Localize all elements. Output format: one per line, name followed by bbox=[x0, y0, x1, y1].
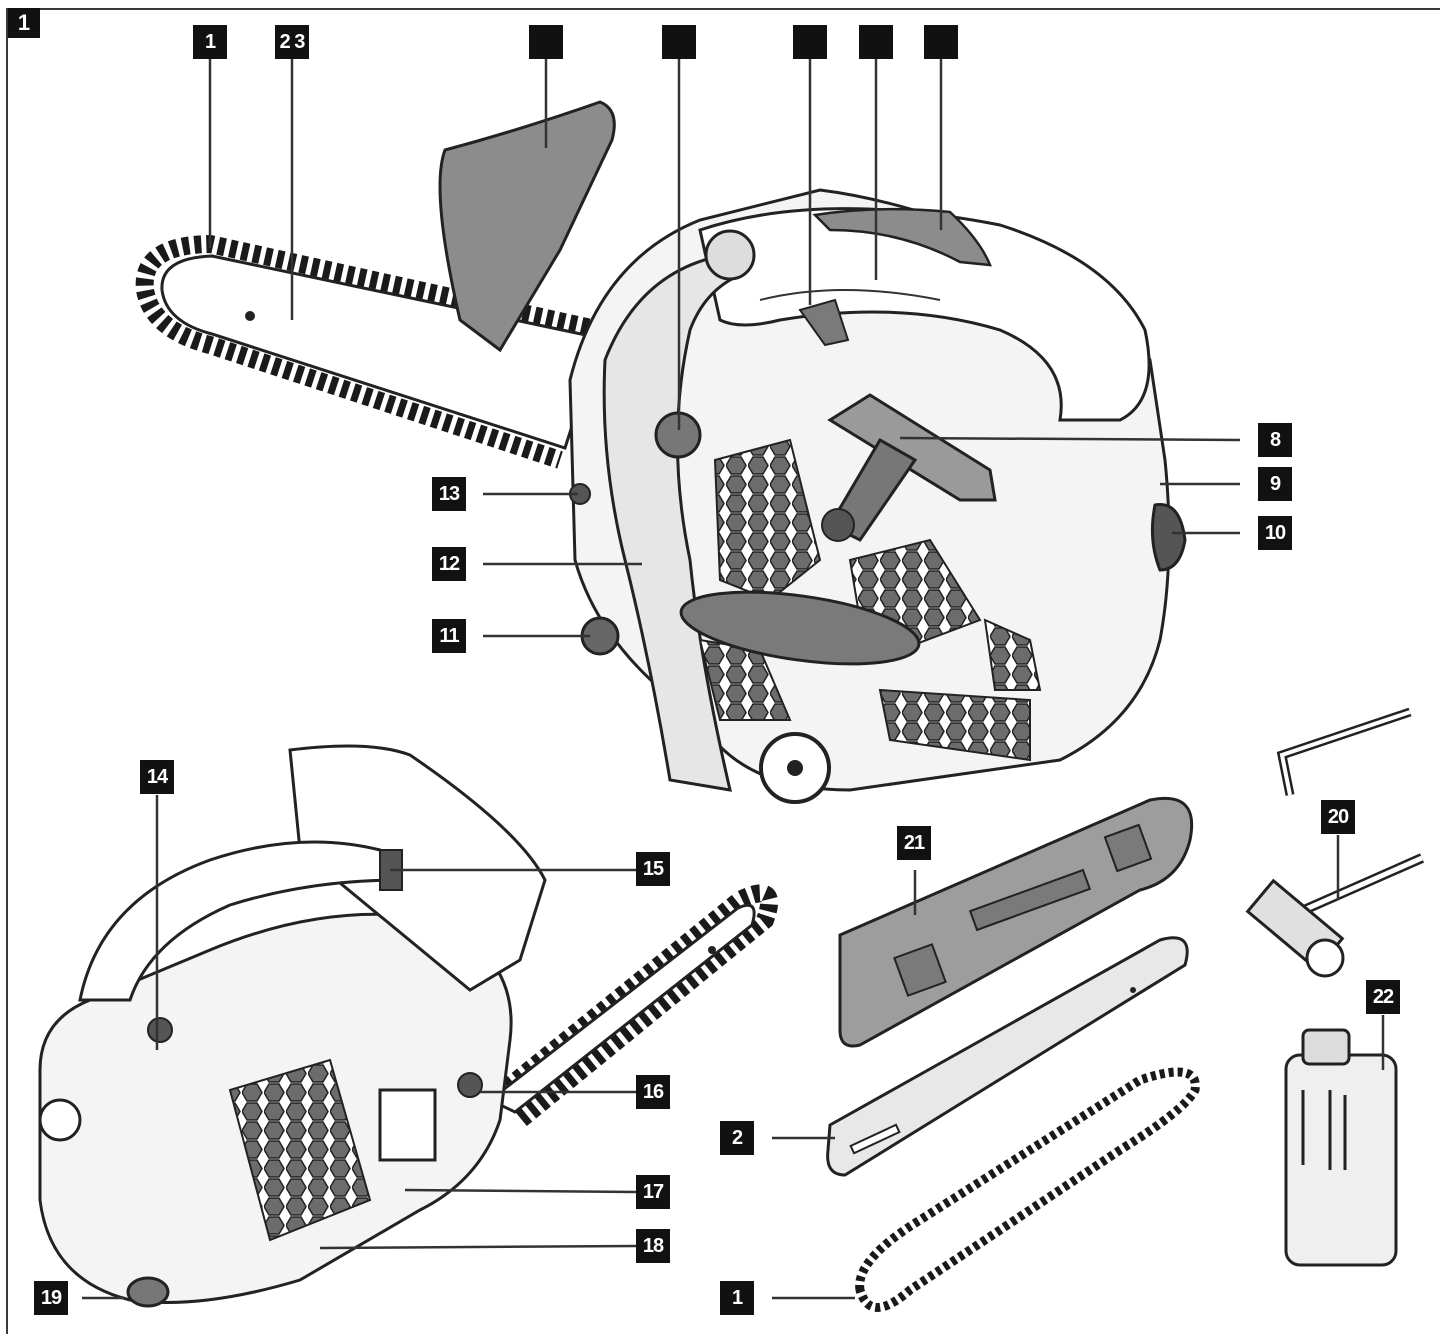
choke-knob bbox=[1150, 502, 1187, 572]
callout-17: 17 bbox=[636, 1175, 670, 1209]
figure-frame bbox=[6, 8, 1440, 1334]
callout-22: 22 bbox=[1366, 980, 1400, 1014]
allen-key bbox=[1276, 707, 1412, 796]
callout-20: 20 bbox=[1321, 800, 1355, 834]
cooling-grille bbox=[713, 438, 822, 602]
callout-12: 12 bbox=[432, 547, 466, 581]
callout-1-accessory: 1 bbox=[720, 1281, 754, 1315]
chainsaw-top-view bbox=[135, 100, 1187, 804]
spare-chain bbox=[855, 1067, 1200, 1312]
callout-16: 16 bbox=[636, 1075, 670, 1109]
callout-9: 9 bbox=[1258, 467, 1292, 501]
carrying-strap bbox=[602, 253, 743, 792]
leader-lines bbox=[82, 58, 1385, 1300]
callout-21: 21 bbox=[897, 826, 931, 860]
callout-top-blank-b bbox=[662, 25, 696, 59]
starter-handle bbox=[821, 393, 997, 542]
accessories bbox=[826, 707, 1425, 1312]
brand-badge bbox=[679, 590, 921, 666]
callout-11: 11 bbox=[432, 619, 466, 653]
callout-10: 10 bbox=[1258, 516, 1292, 550]
hand-guard-2 bbox=[288, 744, 547, 992]
callout-top-2-3: 2 3 bbox=[275, 25, 309, 59]
chainsaw-side-view bbox=[38, 744, 778, 1308]
callout-19: 19 bbox=[34, 1281, 68, 1315]
throttle-lock bbox=[812, 207, 992, 267]
mixing-bottle bbox=[1284, 1028, 1398, 1267]
chain-brake-guard bbox=[438, 100, 616, 353]
combination-spanner bbox=[1245, 853, 1425, 978]
callout-8: 8 bbox=[1258, 423, 1292, 457]
callout-top-blank-d bbox=[859, 25, 893, 59]
callout-top-blank-c bbox=[793, 25, 827, 59]
saw-chain bbox=[135, 234, 602, 469]
callout-18: 18 bbox=[636, 1229, 670, 1263]
callout-15: 15 bbox=[636, 852, 670, 886]
callout-13: 13 bbox=[432, 477, 466, 511]
saw-chain-2 bbox=[474, 884, 778, 1127]
guide-bar-2 bbox=[487, 903, 756, 1114]
guide-bar bbox=[160, 254, 602, 450]
figure-number: 1 bbox=[8, 8, 40, 38]
throttle-trigger bbox=[798, 298, 850, 347]
callout-14: 14 bbox=[140, 760, 174, 794]
callout-top-blank-e bbox=[924, 25, 958, 59]
spare-guide-bar bbox=[826, 936, 1189, 1177]
callout-top-1: 1 bbox=[193, 25, 227, 59]
callout-top-blank-a bbox=[529, 25, 563, 59]
callout-2-accessory: 2 bbox=[720, 1121, 754, 1155]
